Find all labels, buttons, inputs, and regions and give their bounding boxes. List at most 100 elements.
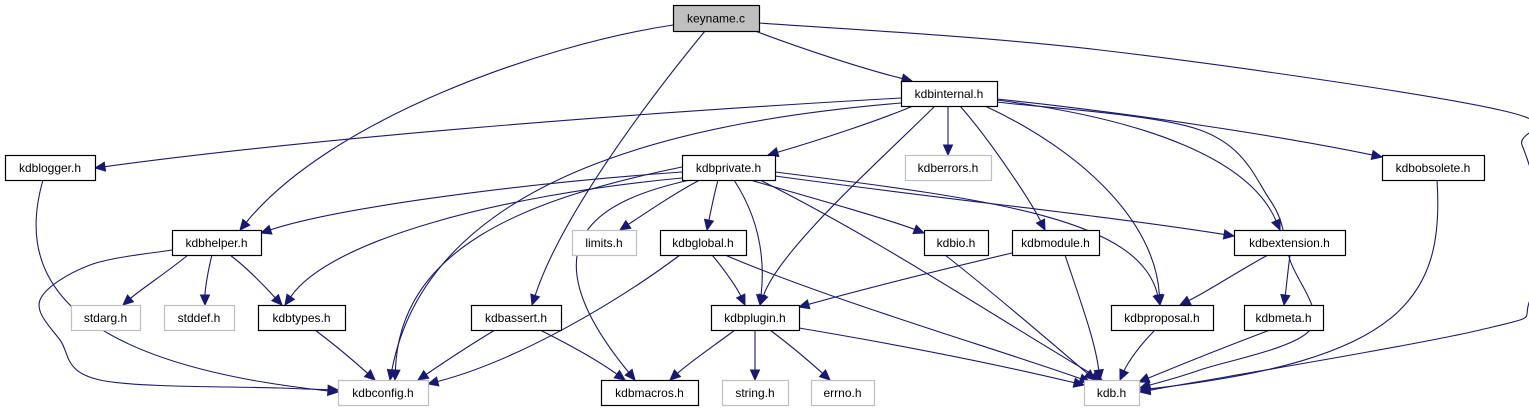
- edge-keyname-c-to-kdbassert-h: [530, 30, 706, 307]
- node-kdb-h: kdb.h: [1083, 379, 1141, 407]
- edge-kdbhelper-h-to-kdbconfig-h: [38, 249, 340, 395]
- edge-kdbtypes-h-to-kdbconfig-h: [314, 329, 376, 381]
- edge-kdbinternal-h-to-kdblogger-h: [93, 97, 902, 172]
- edge-line: [724, 254, 1081, 380]
- edge-kdbassert-h-to-kdbmacros-h: [539, 329, 626, 381]
- edge-line: [245, 24, 674, 223]
- arrowhead-icon: [1152, 293, 1163, 307]
- edge-line: [575, 179, 691, 373]
- node-kdbproposal-h[interactable]: kdbproposal.h: [1110, 304, 1215, 332]
- edge-kdbglobal-h-to-kdbconfig-h: [426, 254, 681, 387]
- node-kdbextension-h[interactable]: kdbextension.h: [1233, 229, 1347, 257]
- edge-kdbmeta-h-to-kdb-h: [1137, 329, 1271, 383]
- arrowhead-icon: [624, 368, 636, 381]
- node-kdbconfig-h: kdbconfig.h: [337, 379, 430, 407]
- node-kdbhelper-h[interactable]: kdbhelper.h: [171, 229, 263, 257]
- node-kdbtypes-h[interactable]: kdbtypes.h: [257, 304, 347, 332]
- arrowhead-icon: [416, 369, 430, 381]
- arrowhead-icon: [1271, 218, 1281, 232]
- edge-keyname-c-to-kdbinternal-h: [754, 30, 914, 84]
- node-label: kdbglobal.h: [672, 236, 733, 250]
- node-kdbmacros-h[interactable]: kdbmacros.h: [600, 379, 700, 407]
- edge-kdblogger-h-to-kdbconfig-h: [35, 179, 340, 397]
- arrowhead-icon: [942, 144, 954, 157]
- node-label: kdbmacros.h: [615, 386, 684, 400]
- edges-layer: [35, 22, 1529, 397]
- edge-line: [733, 179, 763, 296]
- node-box: [4, 154, 97, 182]
- nodes-layer: keyname.c kdbinternal.h kdblogger.h kdbpriv…: [4, 4, 1486, 407]
- edge-line: [104, 97, 902, 168]
- edge-line: [1064, 254, 1100, 371]
- edge-line: [1149, 179, 1439, 390]
- edge-kdbextension-h-to-kdbmeta-h: [1280, 254, 1291, 307]
- arrowhead-icon: [390, 369, 401, 382]
- node-kdbinternal-h[interactable]: kdbinternal.h: [900, 80, 999, 108]
- node-kdbplugin-h[interactable]: kdbplugin.h: [710, 304, 801, 332]
- edge-kdbplugin-h-to-kdb-h: [798, 327, 1086, 388]
- edge-kdbprivate-h-to-kdbmacros-h: [575, 179, 691, 381]
- node-label: errno.h: [823, 386, 861, 400]
- node-stdarg-h: stdarg.h: [70, 304, 142, 332]
- node-label: kdbproposal.h: [1124, 311, 1199, 325]
- node-box: [810, 379, 876, 407]
- node-label: kdbobsolete.h: [1396, 161, 1471, 175]
- edge-line: [711, 254, 742, 297]
- node-label: kdbio.h: [937, 236, 976, 250]
- node-kdbobsolete-h[interactable]: kdbobsolete.h: [1381, 154, 1486, 182]
- arrowhead-icon: [1138, 383, 1152, 395]
- node-kdbio-h[interactable]: kdbio.h: [923, 229, 990, 257]
- edge-line: [808, 252, 1013, 305]
- node-label: kdbtypes.h: [272, 311, 330, 325]
- arrowhead-icon: [1093, 368, 1104, 382]
- arrowhead-icon: [912, 224, 926, 235]
- arrowhead-icon: [1137, 373, 1151, 383]
- node-kdblogger-h[interactable]: kdblogger.h: [4, 154, 97, 182]
- node-box: [1243, 304, 1325, 332]
- arrowhead-icon: [1072, 377, 1086, 388]
- node-limits-h: limits.h: [571, 229, 638, 257]
- node-label: kdbplugin.h: [724, 311, 785, 325]
- node-box: [923, 229, 990, 257]
- edge-kdbprivate-h-to-kdbhelper-h: [259, 171, 683, 235]
- arrowhead-icon: [755, 293, 767, 307]
- edge-kdbprivate-h-to-kdbextension-h: [774, 175, 1236, 240]
- edge-line: [204, 254, 213, 296]
- edge-keyname-c-to-kdb-h: [758, 22, 1529, 396]
- edge-line: [759, 179, 1094, 376]
- arrowhead-icon: [530, 293, 541, 307]
- edge-line: [130, 254, 189, 299]
- arrowhead-icon: [618, 219, 632, 231]
- arrowhead-icon: [239, 218, 251, 231]
- arrowhead-icon: [363, 369, 376, 381]
- node-kdbglobal-h[interactable]: kdbglobal.h: [659, 229, 748, 257]
- node-stddef-h: stddef.h: [163, 304, 236, 332]
- arrowhead-icon: [259, 224, 273, 235]
- arrowhead-icon: [818, 369, 831, 381]
- node-label: stdarg.h: [84, 311, 127, 325]
- node-kdbmeta-h[interactable]: kdbmeta.h: [1243, 304, 1325, 332]
- node-box: [571, 229, 638, 257]
- node-kdbmodule-h[interactable]: kdbmodule.h: [1011, 229, 1101, 257]
- arrowhead-icon: [1280, 293, 1291, 307]
- node-label: kdbassert.h: [485, 311, 547, 325]
- edge-line: [777, 105, 914, 153]
- node-keyname-c[interactable]: keyname.c: [672, 4, 761, 33]
- arrowhead-icon: [1035, 218, 1046, 232]
- edge-keyname-c-to-kdbhelper-h: [239, 24, 674, 231]
- node-label: limits.h: [585, 236, 622, 250]
- edge-kdbmodule-h-to-kdb-h: [1064, 254, 1104, 382]
- node-box: [721, 379, 790, 407]
- node-kdbassert-h[interactable]: kdbassert.h: [470, 304, 563, 332]
- node-label: kdberrors.h: [918, 161, 979, 175]
- node-kdbprivate-h[interactable]: kdbprivate.h: [681, 154, 777, 182]
- edge-line: [391, 102, 902, 371]
- arrowhead-icon: [613, 369, 626, 381]
- node-box: [1233, 229, 1347, 257]
- edge-line: [229, 254, 276, 299]
- edge-kdbinternal-h-to-kdbproposal-h: [984, 105, 1165, 307]
- node-box: [659, 229, 748, 257]
- edge-line: [290, 177, 683, 298]
- edge-line: [437, 254, 681, 383]
